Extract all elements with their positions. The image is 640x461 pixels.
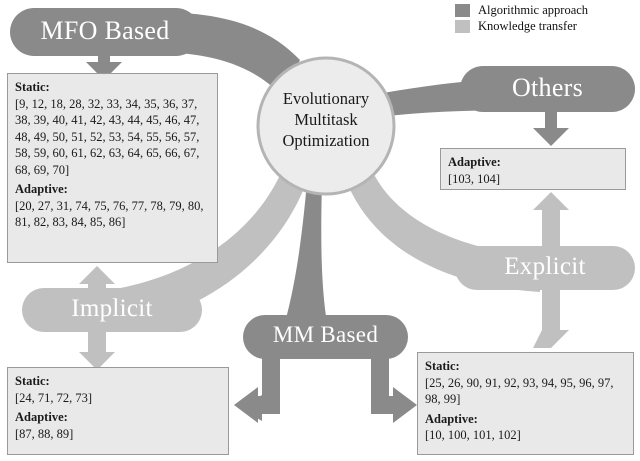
arrow-others-to-box xyxy=(533,108,569,146)
arrow-mm-left-stem xyxy=(262,355,280,405)
pill-label-others[interactable]: Others xyxy=(511,73,584,102)
mfo-static-header: Static: xyxy=(15,80,50,94)
legend-label-algorithmic: Algorithmic approach xyxy=(478,2,589,17)
implicit-adaptive-list: [87, 88, 89] xyxy=(15,426,74,441)
center-label-line3: Optimization xyxy=(282,131,370,151)
implicit-static-header: Static: xyxy=(15,374,50,388)
explicit-adaptive-list: [10, 100, 101, 102] xyxy=(425,428,521,442)
legend: Algorithmic approach Knowledge transfer xyxy=(455,3,637,35)
implicit-static-list: [24, 71, 72, 73] xyxy=(15,390,93,405)
pill-label-mm-based[interactable]: MM Based xyxy=(272,322,379,347)
arrow-implicit-double xyxy=(79,266,115,370)
pill-others[interactable] xyxy=(460,66,635,112)
box-explicit-references: Static: [25, 26, 90, 91, 92, 93, 94, 95,… xyxy=(417,352,634,455)
mfo-adaptive-list: [20, 27, 31, 74, 75, 76, 77, 78, 79, 80,… xyxy=(15,198,204,230)
others-adaptive-list: [103, 104] xyxy=(448,171,501,186)
explicit-adaptive-header: Adaptive: xyxy=(425,411,478,426)
pill-label-explicit[interactable]: Explicit xyxy=(504,253,586,280)
arrow-mm-right-stem xyxy=(371,355,389,405)
box-implicit-references: Static: [24, 71, 72, 73] Adaptive: [87, … xyxy=(7,367,229,455)
mfo-adaptive-header: Adaptive: xyxy=(15,182,68,196)
pill-label-implicit[interactable]: Implicit xyxy=(71,295,153,322)
legend-item-knowledge: Knowledge transfer xyxy=(455,19,637,33)
arrow-mm-left-head xyxy=(234,387,280,423)
ribbon-mm xyxy=(280,182,330,340)
legend-swatch-algorithmic xyxy=(455,3,470,17)
box-mfo-references: Static: [9, 12, 18, 28, 32, 33, 34, 35, … xyxy=(7,73,218,263)
center-node-label: Evolutionary Multitask Optimization xyxy=(246,88,406,151)
arrow-mfo-to-box xyxy=(86,50,122,80)
pill-implicit[interactable] xyxy=(22,288,202,332)
legend-swatch-knowledge xyxy=(455,19,470,33)
others-adaptive-header: Adaptive: xyxy=(448,155,501,169)
legend-item-algorithmic: Algorithmic approach xyxy=(455,3,637,17)
mfo-static-list: [9, 12, 18, 28, 32, 33, 34, 35, 36, 37, … xyxy=(15,96,200,177)
pill-label-mfo[interactable]: MFO Based xyxy=(40,16,170,45)
center-label-line1: Evolutionary xyxy=(282,89,370,108)
box-others-references: Adaptive: [103, 104] xyxy=(440,148,626,190)
center-node-circle[interactable] xyxy=(256,56,396,196)
explicit-static-header: Static: xyxy=(425,359,460,373)
pill-mfo[interactable] xyxy=(10,8,200,56)
arrow-explicit-double xyxy=(533,192,569,348)
pill-mm-based[interactable] xyxy=(243,315,408,359)
implicit-adaptive-header: Adaptive: xyxy=(15,410,68,424)
arrow-mm-right-head xyxy=(371,387,417,423)
center-label-line2: Multitask xyxy=(294,110,358,130)
legend-label-knowledge: Knowledge transfer xyxy=(478,18,577,33)
explicit-static-list: [25, 26, 90, 91, 92, 93, 94, 95, 96, 97,… xyxy=(425,375,614,407)
